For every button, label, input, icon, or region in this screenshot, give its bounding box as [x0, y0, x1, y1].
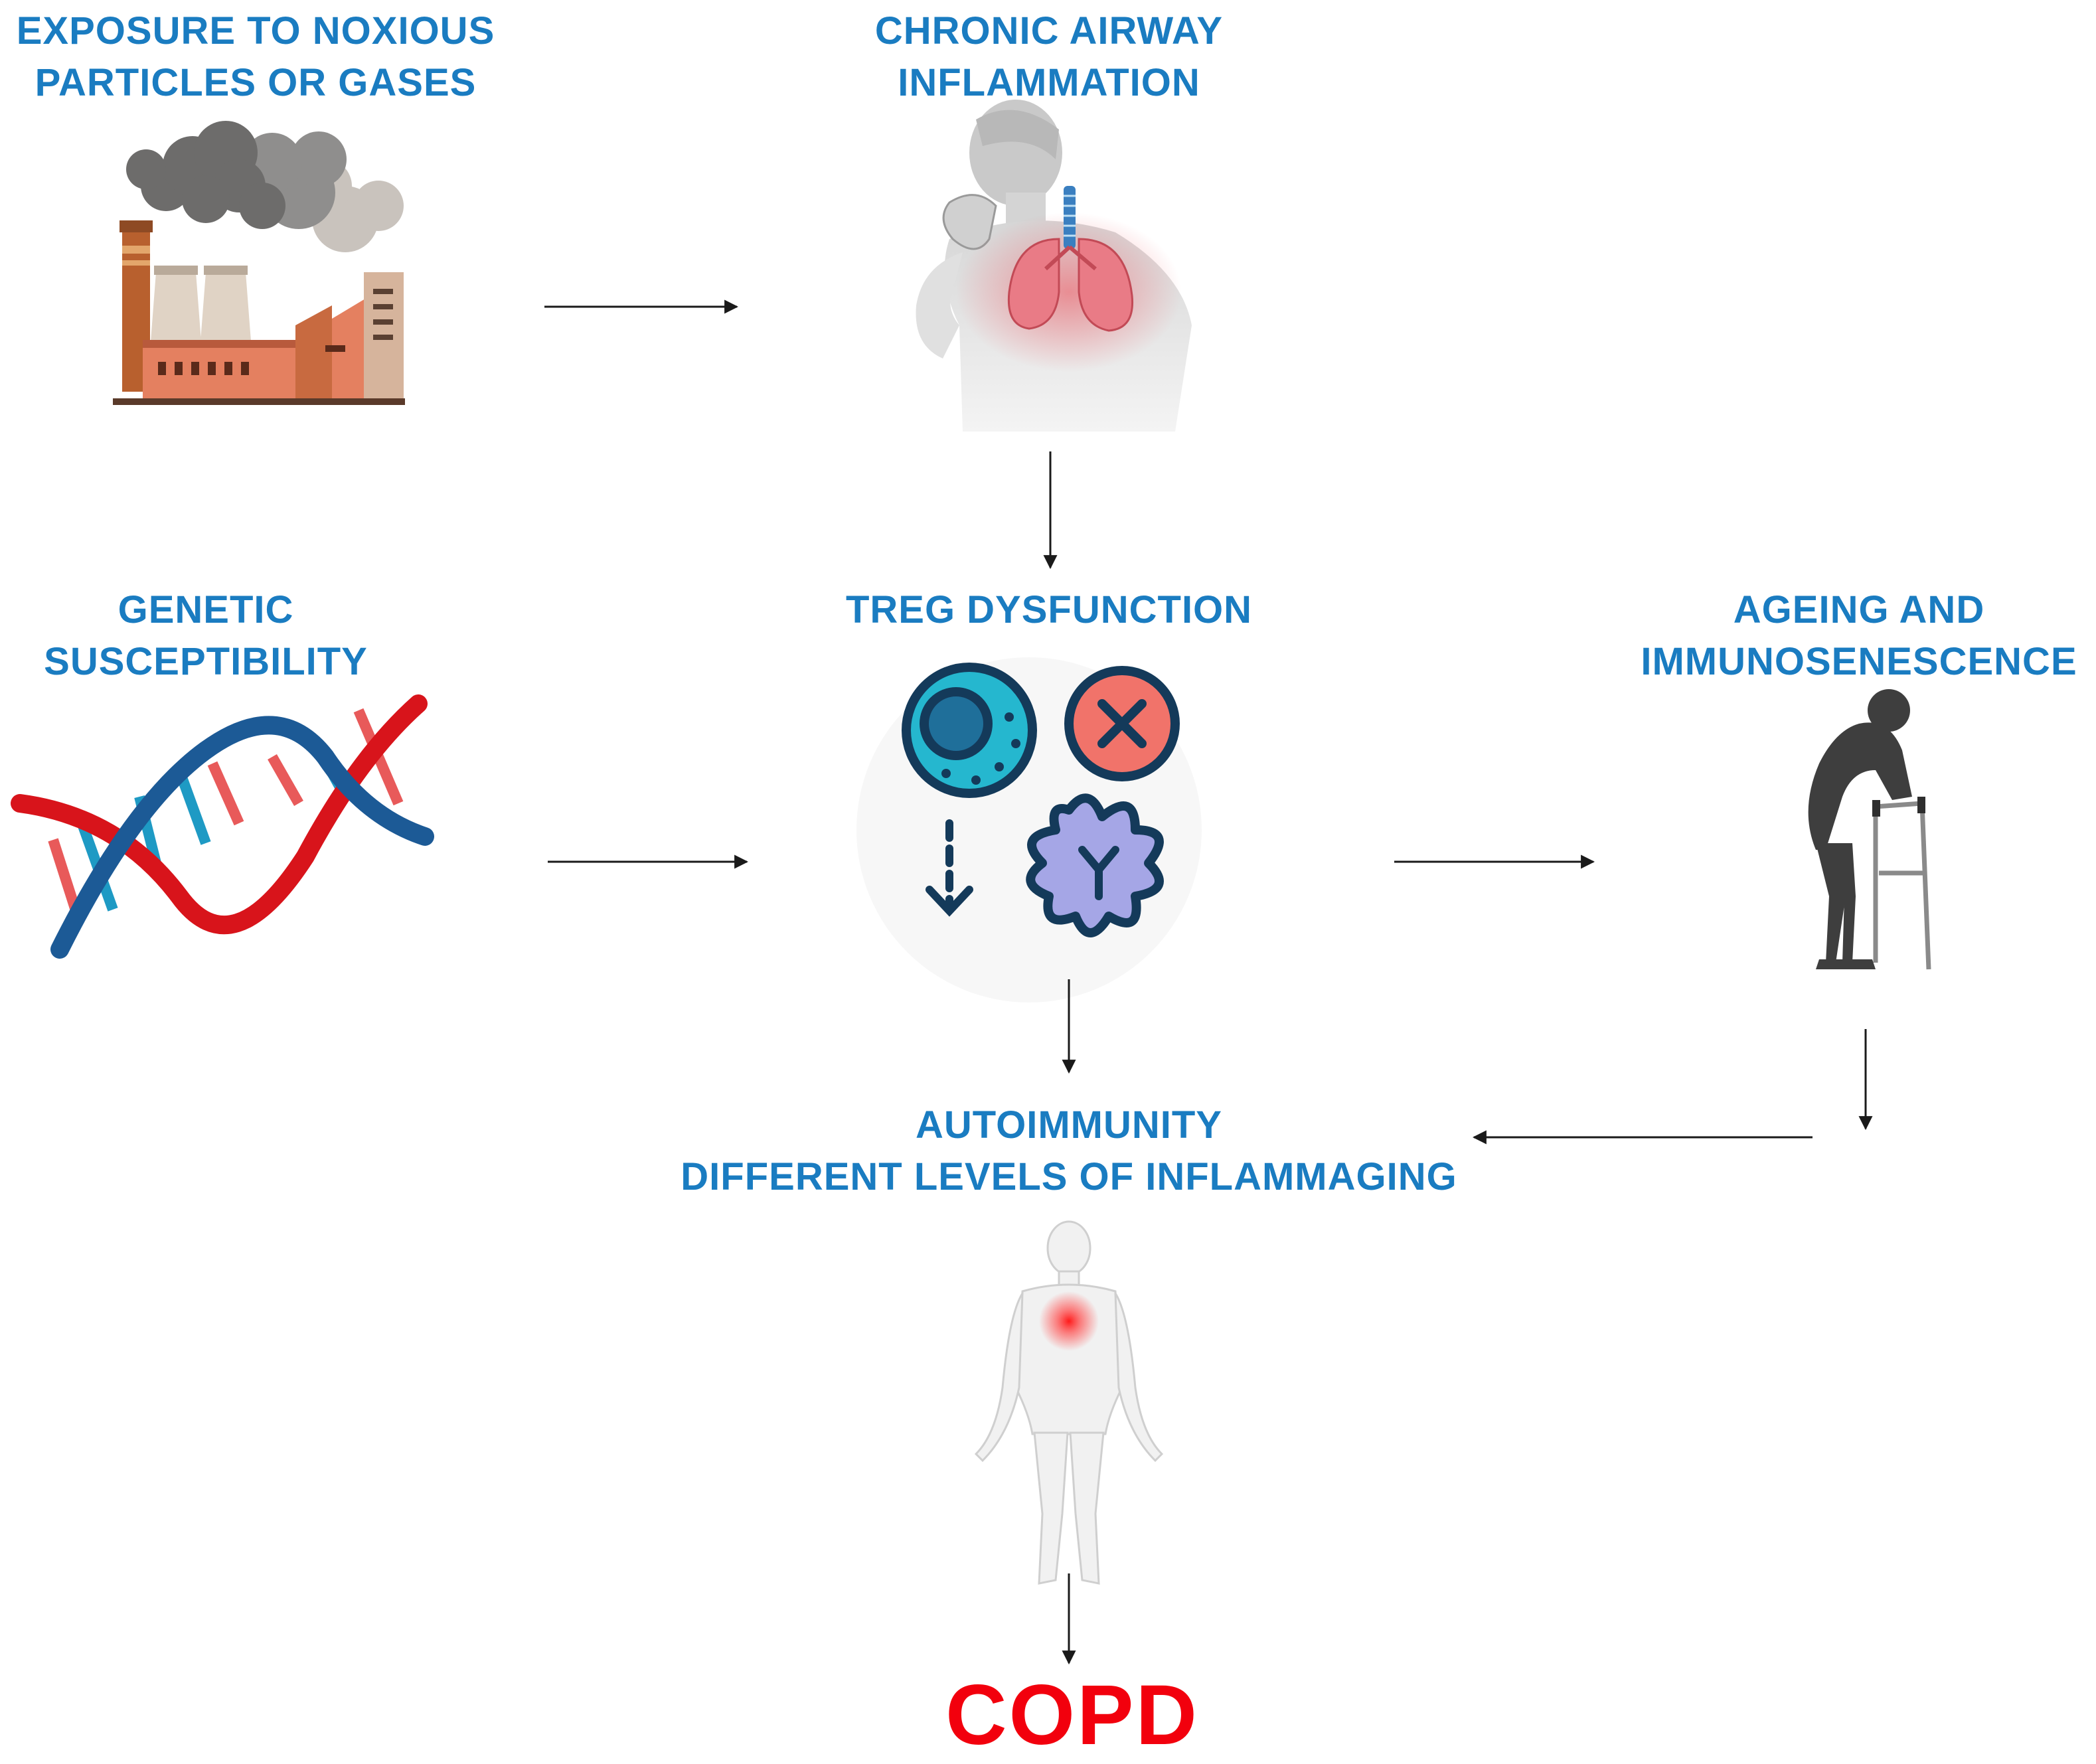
label-line: IMMUNOSENESCENCE [1641, 640, 2077, 683]
label-line: GENETIC [118, 588, 294, 631]
copd-title: COPD [945, 1668, 1199, 1763]
node-treg-label: TREG DYSFUNCTION [783, 584, 1315, 636]
node-autoimmunity-label: AUTOIMMUNITY DIFFERENT LEVELS OF INFLAMM… [651, 1099, 1487, 1203]
node-genetic-label: GENETIC SUSCEPTIBILITY [20, 584, 392, 688]
label-line: TREG DYSFUNCTION [845, 588, 1253, 631]
node-ageing-label: AGEING AND IMMUNOSENESCENCE [1620, 584, 2096, 688]
label-line: CHRONIC AIRWAY [874, 9, 1224, 52]
elderly-walker-icon [1808, 689, 1931, 970]
label-line: EXPOSURE TO NOXIOUS [16, 9, 495, 52]
dna-icon [11, 694, 434, 959]
node-exposure-label: EXPOSURE TO NOXIOUS PARTICLES OR GASES [0, 5, 511, 109]
label-line: INFLAMMATION [898, 61, 1200, 104]
label-line: SUSCEPTIBILITY [44, 640, 368, 683]
coughing-man-lungs-icon [916, 100, 1192, 432]
treg-cells-icon [856, 657, 1202, 1002]
label-line: PARTICLES OR GASES [35, 61, 477, 104]
human-body-chest-icon [974, 1220, 1164, 1585]
node-inflammation-label: CHRONIC AIRWAY INFLAMMATION [817, 5, 1281, 109]
label-line: AGEING AND [1733, 588, 1985, 631]
factory-icon [113, 121, 405, 405]
label-line: AUTOIMMUNITY [915, 1103, 1222, 1147]
label-line: DIFFERENT LEVELS OF INFLAMMAGING [681, 1155, 1457, 1198]
